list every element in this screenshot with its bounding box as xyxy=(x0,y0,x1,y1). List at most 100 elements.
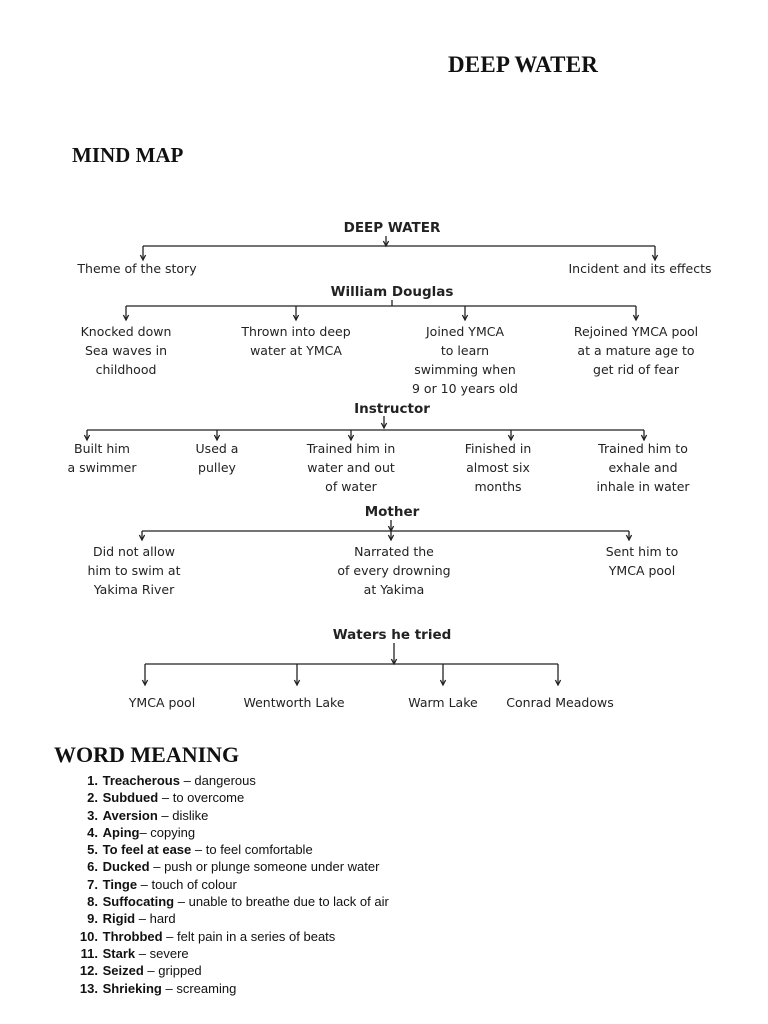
mother-node: Mother xyxy=(365,504,420,520)
separator: – xyxy=(135,945,150,961)
meaning: severe xyxy=(149,945,189,961)
separator: – xyxy=(161,980,177,996)
meaning: hard xyxy=(149,911,176,927)
instructor-node: Instructor xyxy=(354,401,430,417)
term: Shrieking xyxy=(102,980,162,996)
meaning: copying xyxy=(150,824,196,840)
item-number: 5. xyxy=(87,842,98,858)
arrowhead xyxy=(640,434,648,442)
word-meaning-item: 12. Seized – gripped xyxy=(62,962,389,979)
arrowhead xyxy=(83,434,91,442)
item-number: 2. xyxy=(87,790,98,806)
separator: – xyxy=(191,842,206,858)
item-number: 9. xyxy=(87,911,98,927)
william-douglas-node: William Douglas xyxy=(331,284,454,300)
word-meaning-item: 2. Subdued – to overcome xyxy=(62,789,389,806)
separator: – xyxy=(137,876,152,892)
term: Aping xyxy=(102,824,140,840)
meaning: dangerous xyxy=(194,773,256,788)
meaning: to feel comfortable xyxy=(205,842,313,858)
meaning: felt pain in a series of beats xyxy=(177,928,336,944)
arrowhead xyxy=(141,679,149,687)
mind-map-heading: MIND MAP xyxy=(72,143,184,167)
word-meaning-item: 4. Aping– copying xyxy=(62,824,389,841)
item-number: 11. xyxy=(80,945,98,961)
root-node: DEEP WATER xyxy=(344,220,441,236)
arrowhead xyxy=(632,314,640,322)
arrowhead xyxy=(387,534,395,542)
separator: – xyxy=(149,859,165,875)
page-title: DEEP WATER xyxy=(448,52,599,77)
item-number: 6. xyxy=(87,859,98,875)
waters-item: Warm Lake xyxy=(408,695,478,710)
word-meaning-item: 6. Ducked – push or plunge someone under… xyxy=(62,858,389,875)
separator: – xyxy=(162,928,178,944)
waters-node: Waters he tried xyxy=(333,627,452,643)
term: Rigid xyxy=(102,911,136,927)
arrowhead xyxy=(139,254,147,262)
meaning: unable to breathe due to lack of air xyxy=(188,894,389,910)
word-meaning-item: 11. Stark – severe xyxy=(62,945,389,962)
meaning: screaming xyxy=(176,980,237,996)
word-meaning-item: 3. Aversion – dislike xyxy=(62,807,389,824)
term: Suffocating xyxy=(102,894,175,910)
arrowhead xyxy=(293,679,301,687)
separator: – xyxy=(158,790,173,806)
meaning: dislike xyxy=(172,807,209,823)
item-number: 8. xyxy=(87,894,98,910)
separator: – xyxy=(135,911,150,927)
word-meaning-item: 7. Tinge – touch of colour xyxy=(62,876,389,893)
separator: – xyxy=(157,807,173,823)
word-meaning-item: 8. Suffocating – unable to breathe due t… xyxy=(62,893,389,910)
term: Seized xyxy=(102,963,144,979)
arrowhead xyxy=(507,434,515,442)
separator: – xyxy=(179,773,195,788)
meaning: push or plunge someone under water xyxy=(164,859,380,875)
meaning: to overcome xyxy=(172,790,245,806)
item-number: 4. xyxy=(87,824,98,840)
word-meaning-heading: WORD MEANING xyxy=(54,742,240,767)
theme-node: Theme of the story xyxy=(76,261,197,276)
term: Throbbed xyxy=(102,928,163,944)
arrowhead xyxy=(213,434,221,442)
term: Ducked xyxy=(102,859,150,875)
term: To feel at ease xyxy=(102,842,192,858)
arrowhead xyxy=(651,254,659,262)
item-number: 3. xyxy=(87,807,98,823)
separator: – xyxy=(139,824,151,840)
term: Aversion xyxy=(102,807,158,823)
term: Subdued xyxy=(102,790,159,806)
meaning: touch of colour xyxy=(151,876,237,892)
arrowhead xyxy=(292,314,300,322)
waters-item: Conrad Meadows xyxy=(506,695,613,710)
arrowhead xyxy=(439,679,447,687)
word-meaning-item: 5. To feel at ease – to feel comfortable xyxy=(62,841,389,858)
word-meaning-item: 10. Throbbed – felt pain in a series of … xyxy=(62,928,389,945)
separator: – xyxy=(143,963,159,979)
meaning: gripped xyxy=(158,963,202,979)
item-number: 12. xyxy=(79,963,98,979)
word-meaning-item: 13. Shrieking – screaming xyxy=(62,980,389,997)
item-number: 1. xyxy=(87,773,98,788)
separator: – xyxy=(174,894,189,910)
waters-item: Wentworth Lake xyxy=(243,695,344,710)
arrowhead xyxy=(625,534,633,542)
arrowhead xyxy=(554,679,562,687)
term: Tinge xyxy=(102,876,138,892)
arrowhead xyxy=(461,314,469,322)
term: Stark xyxy=(102,945,136,961)
arrowhead xyxy=(138,534,146,542)
item-number: 7. xyxy=(87,876,98,892)
